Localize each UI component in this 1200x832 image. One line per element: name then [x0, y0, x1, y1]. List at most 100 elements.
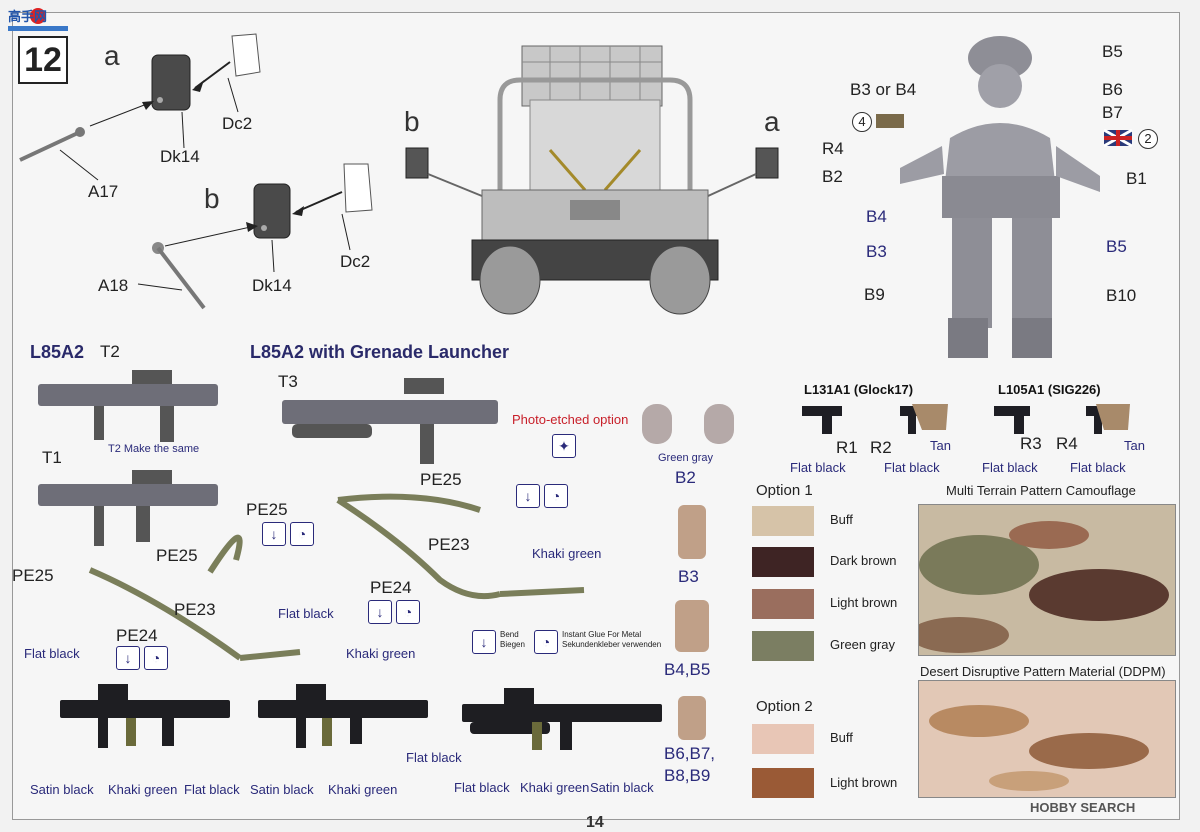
- swatch-label-opt1-1: Dark brown: [830, 553, 897, 568]
- step-number: 12: [18, 36, 68, 84]
- pouch-label-b8-b9: B8,B9: [664, 766, 711, 785]
- swatch-opt2-1: [752, 768, 814, 798]
- paint-label-satin-black-1: Satin black: [30, 782, 94, 797]
- rank-decal-icon: [876, 114, 904, 128]
- glue-legend-text: Instant Glue For Metal: [562, 630, 642, 639]
- swatch-label-opt2-0: Buff: [830, 730, 853, 745]
- paint-label-flat-black-2: Flat black: [406, 750, 462, 765]
- pistol-label-r4: R4: [1056, 434, 1078, 453]
- paint-label-flat-black-3: Flat black: [454, 780, 510, 795]
- glue-icon: ◔: [544, 484, 568, 508]
- swatch-opt2-0: [752, 724, 814, 754]
- subassembly-letter-b: b: [204, 183, 220, 214]
- sling-label-pe25-gl-top: PE25: [420, 470, 462, 489]
- pouch-b2-drawing: [642, 404, 672, 444]
- glue-icon: ◔: [290, 522, 314, 546]
- option-1-title: Option 1: [756, 482, 813, 499]
- bend-icon: ↓: [116, 646, 140, 670]
- vehicle-label-a: a: [764, 106, 780, 137]
- camo-mtp-image: [918, 504, 1176, 656]
- rifle-sling-drawing: [38, 370, 585, 661]
- paint-label-khaki-green-1: Khaki green: [108, 782, 178, 797]
- bend-legend-icon: ↓: [472, 630, 496, 654]
- pouch-label-b3: B3: [678, 567, 699, 586]
- paint-label-khaki-green-2: Khaki green: [328, 782, 398, 797]
- glue-legend-text-de: Sekundenkleber verwenden: [562, 640, 662, 649]
- paint-label-satin-black-2: Satin black: [250, 782, 314, 797]
- bend-icon: ↓: [262, 522, 286, 546]
- sling-color-khaki-green-gl: Khaki green: [532, 546, 602, 561]
- glue-legend-icon: ◔: [534, 630, 558, 654]
- pouch-b2-color: Green gray: [658, 452, 714, 464]
- pouch-b6-drawing: [678, 696, 706, 740]
- bend-icon: ↓: [516, 484, 540, 508]
- swatch-opt1-1: [752, 547, 814, 577]
- svg-text:高手网: 高手网: [8, 9, 47, 25]
- part-label-dk14-b: Dk14: [252, 276, 292, 295]
- sling-label-pe24-gl: PE24: [370, 578, 412, 597]
- part-label-dc2-a: Dc2: [222, 114, 253, 133]
- vehicle-drawing: [405, 45, 779, 315]
- figure-label-r4: R4: [822, 139, 844, 158]
- sling-label-pe25-left: PE25: [12, 566, 54, 585]
- bend-icon: ↓: [368, 600, 392, 624]
- paint-label-satin-black-3: Satin black: [590, 780, 654, 795]
- bend-legend-text: Bend: [500, 630, 519, 639]
- figure-label-b3: B3: [866, 242, 887, 261]
- pouch-b4-drawing: [675, 600, 709, 652]
- part-label-t2: T2: [100, 342, 120, 361]
- sling-label-pe24: PE24: [116, 626, 158, 645]
- figure-label-b1: B1: [1126, 169, 1147, 188]
- figure-label-b5: B5: [1106, 237, 1127, 256]
- pistol-label-r1: R1: [836, 438, 858, 457]
- sling-color-flat-black: Flat black: [24, 646, 80, 661]
- part-label-t1: T1: [42, 448, 62, 467]
- glue-icon: ◔: [144, 646, 168, 670]
- bend-legend-text-de: Biegen: [500, 640, 525, 649]
- pouch-label-b4-b5: B4,B5: [664, 660, 711, 679]
- vehicle-label-b: b: [404, 106, 420, 137]
- camo-ddpm-title: Desert Disruptive Pattern Material (DDPM…: [920, 664, 1166, 679]
- pouch-b3-drawing: [678, 505, 706, 559]
- pouch-label-b2: B2: [675, 468, 696, 487]
- paint-label-khaki-green-3: Khaki green: [520, 780, 590, 795]
- option-2-title: Option 2: [756, 698, 813, 715]
- part-label-dc2-b: Dc2: [340, 252, 371, 271]
- part-label-t3: T3: [278, 372, 298, 391]
- pistol-color-flat-black-3: Flat black: [982, 460, 1038, 475]
- pistols-drawing: [802, 404, 1130, 434]
- decal-number-4: 4: [852, 112, 872, 132]
- paint-label-flat-black-1: Flat black: [184, 782, 240, 797]
- figure-label-b7: B7: [1102, 103, 1123, 122]
- camo-ddpm-image: [918, 680, 1176, 798]
- swatch-opt1-2: [752, 589, 814, 619]
- union-flag-decal-icon: [1103, 128, 1133, 148]
- pistol-title-sig: L105A1 (SIG226): [998, 382, 1101, 397]
- pistol-label-r3: R3: [1020, 434, 1042, 453]
- figure-label-b6: B6: [1102, 80, 1123, 99]
- swatch-label-opt1-0: Buff: [830, 512, 853, 527]
- figure-label-b3-or-b4: B3 or B4: [850, 80, 917, 99]
- figure-label-b5-top: B5: [1102, 42, 1123, 61]
- pistol-color-tan-sig: Tan: [1124, 438, 1145, 453]
- figure-label-b2: B2: [822, 167, 843, 186]
- pistol-color-flat-black-2: Flat black: [884, 460, 940, 475]
- rifle-title-l85a2: L85A2: [30, 342, 85, 362]
- pistol-color-tan-glock: Tan: [930, 438, 951, 453]
- swatch-label-opt1-2: Light brown: [830, 595, 898, 610]
- part-label-dk14-a: Dk14: [160, 147, 200, 166]
- figure-label-b9: B9: [864, 285, 885, 304]
- swatch-opt1-3: [752, 631, 814, 661]
- soldier-figure-drawing: [900, 36, 1100, 358]
- sling-label-pe25: PE25: [156, 546, 198, 565]
- sling-color-khaki-green: Khaki green: [346, 646, 416, 661]
- figure-label-b4: B4: [866, 207, 887, 226]
- painted-rifles-drawing: [60, 684, 662, 750]
- swatch-label-opt2-1: Light brown: [830, 775, 898, 790]
- sling-label-pe23: PE23: [174, 600, 216, 619]
- pistol-color-flat-black-1: Flat black: [790, 460, 846, 475]
- part-label-a17: A17: [88, 182, 119, 201]
- pouch-label-b6-b7: B6,B7,: [664, 744, 716, 763]
- glue-icon: ◔: [396, 600, 420, 624]
- pouch-b2-drawing: [704, 404, 734, 444]
